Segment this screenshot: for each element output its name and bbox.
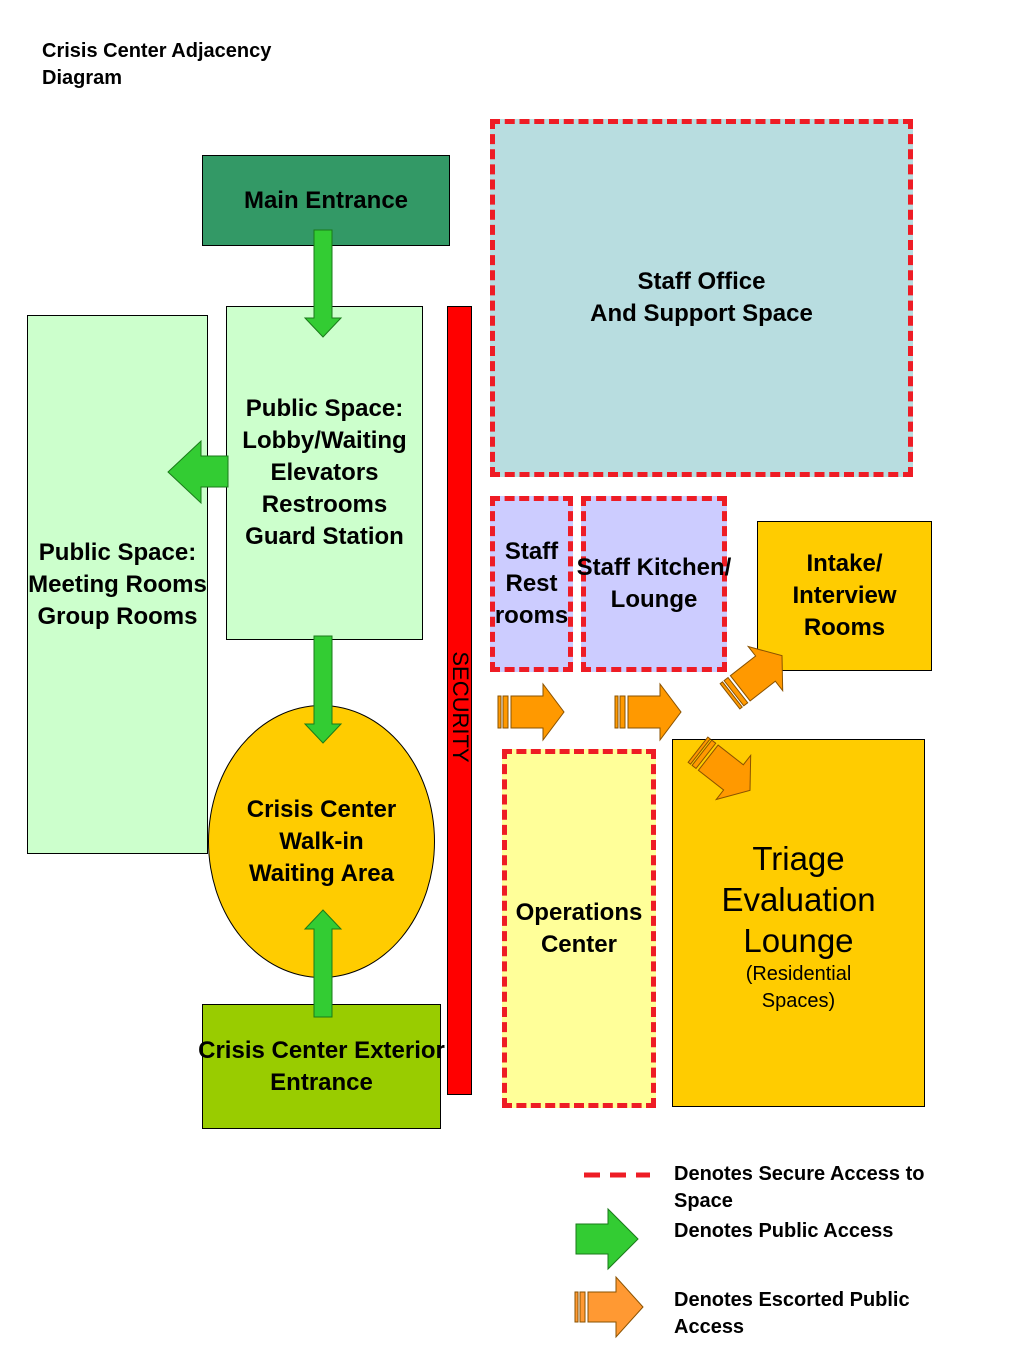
exterior-entrance-box: Crisis Center Exterior Entrance [198, 1004, 445, 1129]
public-meeting-label: Public Space: Meeting Rooms Group Rooms [28, 538, 207, 630]
legend-secure-text: Denotes Secure Access to Space [674, 1163, 925, 1212]
escorted-arrow-1 [497, 682, 565, 742]
staff-restrooms-box: Staff Rest rooms [490, 496, 573, 672]
escorted-arrow-to-triage [687, 736, 752, 801]
intake-box: Intake/ Interview Rooms [757, 521, 932, 671]
legend-public-arrow [575, 1207, 639, 1271]
staff-office-box: Staff Office And Support Space [490, 119, 913, 477]
public-arrow-left [167, 439, 229, 505]
escorted-arrow-to-intake [719, 645, 784, 710]
triage-label: Triage Evaluation Lounge [721, 840, 876, 959]
public-lobby-box: Public Space: Lobby/Waiting Elevators Re… [226, 306, 423, 640]
triage-sublabel: (Residential Spaces) [745, 963, 852, 1012]
legend-escorted-text: Denotes Escorted Public Access [674, 1289, 910, 1338]
public-arrow-down-2 [303, 635, 343, 744]
walkin-label: Crisis Center Walk-in Waiting Area [246, 795, 397, 887]
public-arrow-up [303, 909, 343, 1018]
legend-public-text: Denotes Public Access [674, 1220, 894, 1242]
public-meeting-box: Public Space: Meeting Rooms Group Rooms [27, 315, 208, 854]
staff-kitchen-label: Staff Kitchen/ Lounge [576, 554, 732, 613]
escorted-arrow-2 [614, 682, 682, 742]
legend-escorted-arrow [574, 1275, 644, 1339]
staff-restrooms-label: Staff Rest rooms [494, 538, 569, 629]
security-bar: SECURITY [447, 306, 473, 1095]
legend-secure-dash [584, 1172, 650, 1178]
operations-center-label: Operations Center [515, 898, 643, 958]
main-entrance-label: Main Entrance [243, 186, 409, 214]
intake-label: Intake/ Interview Rooms [792, 550, 897, 641]
public-arrow-down-1 [303, 229, 343, 338]
operations-center-box: Operations Center [502, 749, 656, 1108]
staff-office-label: Staff Office And Support Space [590, 268, 813, 327]
staff-kitchen-box: Staff Kitchen/ Lounge [577, 496, 731, 672]
exterior-entrance-label: Crisis Center Exterior Entrance [198, 1036, 445, 1096]
triage-box: Triage Evaluation Lounge (Residential Sp… [672, 739, 925, 1107]
diagram-title: Crisis Center Adjacency Diagram [42, 40, 272, 89]
public-lobby-label: Public Space: Lobby/Waiting Elevators Re… [242, 395, 407, 550]
security-label: SECURITY [447, 651, 473, 763]
